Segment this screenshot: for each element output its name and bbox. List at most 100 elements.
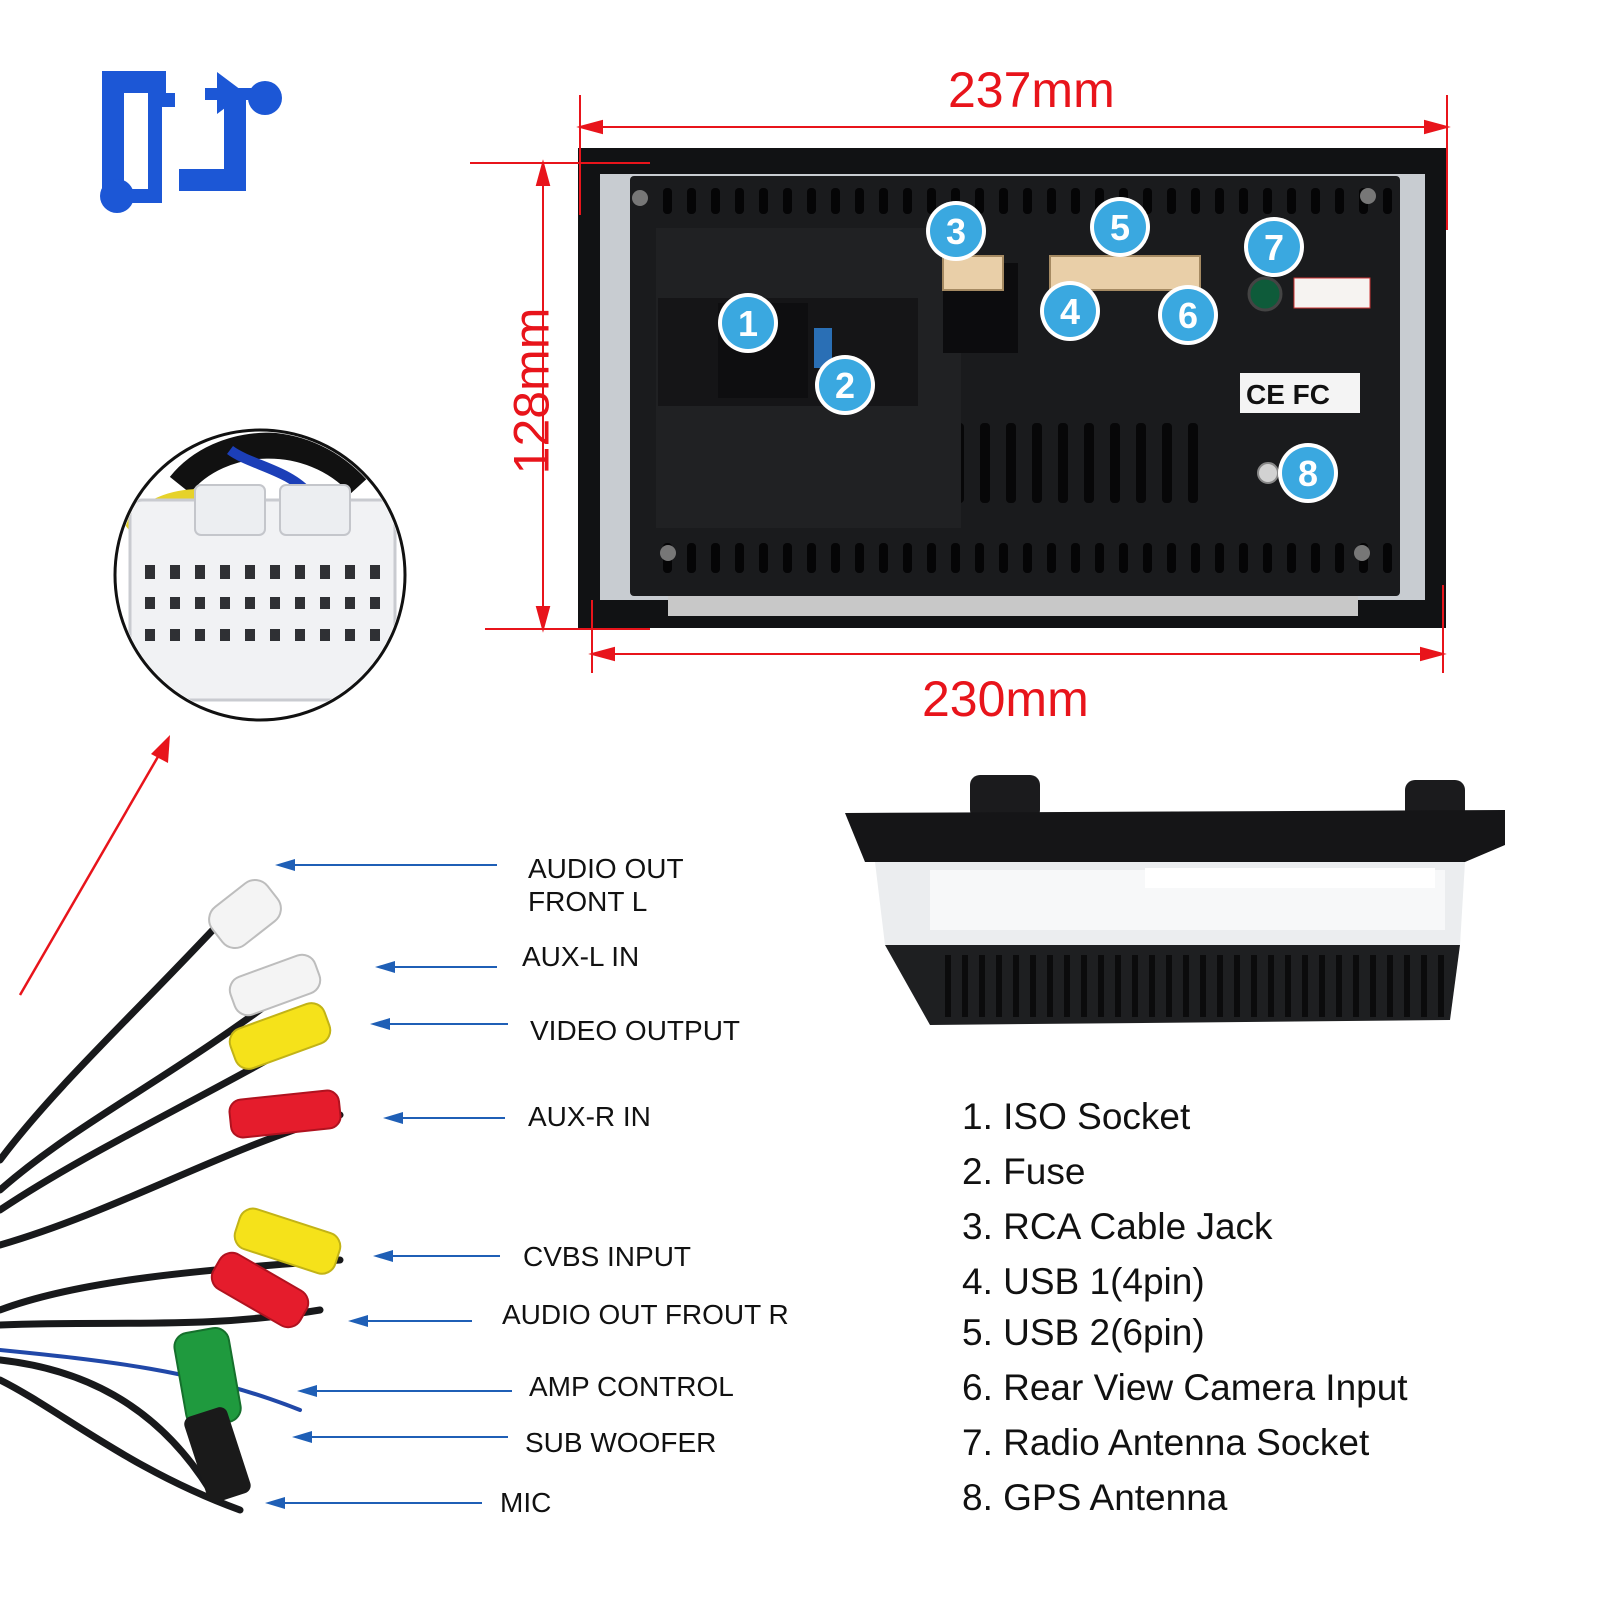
- vent-slot: [1058, 423, 1068, 503]
- pin-hole: [220, 629, 230, 641]
- vent-slot: [999, 543, 1008, 573]
- label-amp-control: AMP CONTROL: [529, 1371, 734, 1402]
- vent-slot: [879, 188, 888, 214]
- fin: [1285, 955, 1291, 1017]
- vent-slot: [1006, 423, 1016, 503]
- vent-slot: [1287, 188, 1296, 214]
- vent-slot: [1311, 188, 1320, 214]
- vent-slot: [1383, 543, 1392, 573]
- vent-slot: [1071, 188, 1080, 214]
- fin: [1302, 955, 1308, 1017]
- vent-slot: [1119, 543, 1128, 573]
- vent-slot: [735, 543, 744, 573]
- vent-slot: [927, 188, 936, 214]
- vent-slot: [711, 188, 720, 214]
- vent-slot: [1136, 423, 1146, 503]
- fin: [1370, 955, 1376, 1017]
- vent-slot: [1047, 188, 1056, 214]
- callout-number: 2: [835, 365, 855, 406]
- pin-hole: [345, 565, 355, 579]
- vent-slot: [903, 543, 912, 573]
- vent-slot: [1191, 188, 1200, 214]
- label-arrow: [292, 1431, 508, 1443]
- fin: [962, 955, 968, 1017]
- legend-item-radio-antenna: 7. Radio Antenna Socket: [962, 1422, 1370, 1463]
- vent-slot: [687, 543, 696, 573]
- vent-slot: [1167, 188, 1176, 214]
- fin: [1353, 955, 1359, 1017]
- pin-hole: [320, 629, 330, 641]
- vent-slot: [1263, 543, 1272, 573]
- pin-hole: [220, 565, 230, 579]
- callout-8: 8: [1278, 443, 1338, 503]
- pin-hole: [170, 565, 180, 579]
- mic-jack-plug: [184, 1407, 251, 1503]
- label-aux-r-in: AUX-R IN: [528, 1101, 651, 1132]
- pin-hole: [195, 629, 205, 641]
- legend-item-iso-socket: 1. ISO Socket: [962, 1096, 1191, 1137]
- vent-slot: [1188, 423, 1198, 503]
- label-aux-l-in: AUX-L IN: [522, 941, 640, 972]
- rca-yellow-plug-video-out: [228, 1002, 332, 1070]
- vent-slot: [783, 188, 792, 214]
- label-audio-out-front-l: AUDIO OUT FRONT L: [528, 853, 684, 917]
- vent-slot: [1263, 188, 1272, 214]
- rca-white-plug-aux-l: [228, 953, 322, 1017]
- callout-number: 7: [1264, 227, 1284, 268]
- pin-hole: [370, 565, 380, 579]
- fin: [1200, 955, 1206, 1017]
- bottom-width-dimension: 230mm: [922, 671, 1089, 727]
- fin: [1149, 955, 1155, 1017]
- pin-hole: [295, 565, 305, 579]
- pin-hole: [170, 629, 180, 641]
- pin-hole: [345, 597, 355, 609]
- vent-slot: [999, 188, 1008, 214]
- pin-hole: [370, 597, 380, 609]
- height-dimension: 128mm: [503, 307, 560, 475]
- callout-number: 3: [946, 211, 966, 252]
- pin-hole: [320, 565, 330, 579]
- pin-hole: [295, 629, 305, 641]
- vent-slot: [1047, 543, 1056, 573]
- vent-slot: [807, 188, 816, 214]
- pin-hole: [145, 629, 155, 641]
- label-arrow: [297, 1385, 512, 1397]
- fin: [1098, 955, 1104, 1017]
- vent-slot: [831, 188, 840, 214]
- vent-slot: [975, 188, 984, 214]
- fin: [1438, 955, 1444, 1017]
- vent-slot: [1084, 423, 1094, 503]
- vent-slot: [1032, 423, 1042, 503]
- pin-hole: [270, 629, 280, 641]
- vent-slot: [663, 188, 672, 214]
- fin: [1183, 955, 1189, 1017]
- vent-slot: [1311, 543, 1320, 573]
- fin: [1064, 955, 1070, 1017]
- vent-slot: [1239, 188, 1248, 214]
- fin: [979, 955, 985, 1017]
- head-unit-side-view: [845, 775, 1505, 1025]
- pin-hole: [220, 597, 230, 609]
- label-video-output: VIDEO OUTPUT: [530, 1015, 741, 1046]
- fin: [1030, 955, 1036, 1017]
- vent-slot: [951, 543, 960, 573]
- cable-pointer-arrows: [265, 859, 512, 1509]
- legend-item-usb-2: 5. USB 2(6pin): [962, 1312, 1205, 1353]
- vent-slot: [1143, 188, 1152, 214]
- pointer-arrow: [18, 735, 170, 996]
- pin-hole: [245, 597, 255, 609]
- pin-hole: [195, 597, 205, 609]
- fin: [1251, 955, 1257, 1017]
- vent-slot: [735, 188, 744, 214]
- legend-item-fuse: 2. Fuse: [962, 1151, 1086, 1192]
- vent-slot: [759, 543, 768, 573]
- fin: [1404, 955, 1410, 1017]
- fin: [1166, 955, 1172, 1017]
- vent-slot: [1162, 423, 1172, 503]
- pin-hole: [195, 565, 205, 579]
- vent-slot: [975, 543, 984, 573]
- fin: [1115, 955, 1121, 1017]
- legend-item-gps-antenna: 8. GPS Antenna: [962, 1477, 1228, 1518]
- bracket-share-logo-icon: [100, 71, 282, 213]
- vent-slot: [1167, 543, 1176, 573]
